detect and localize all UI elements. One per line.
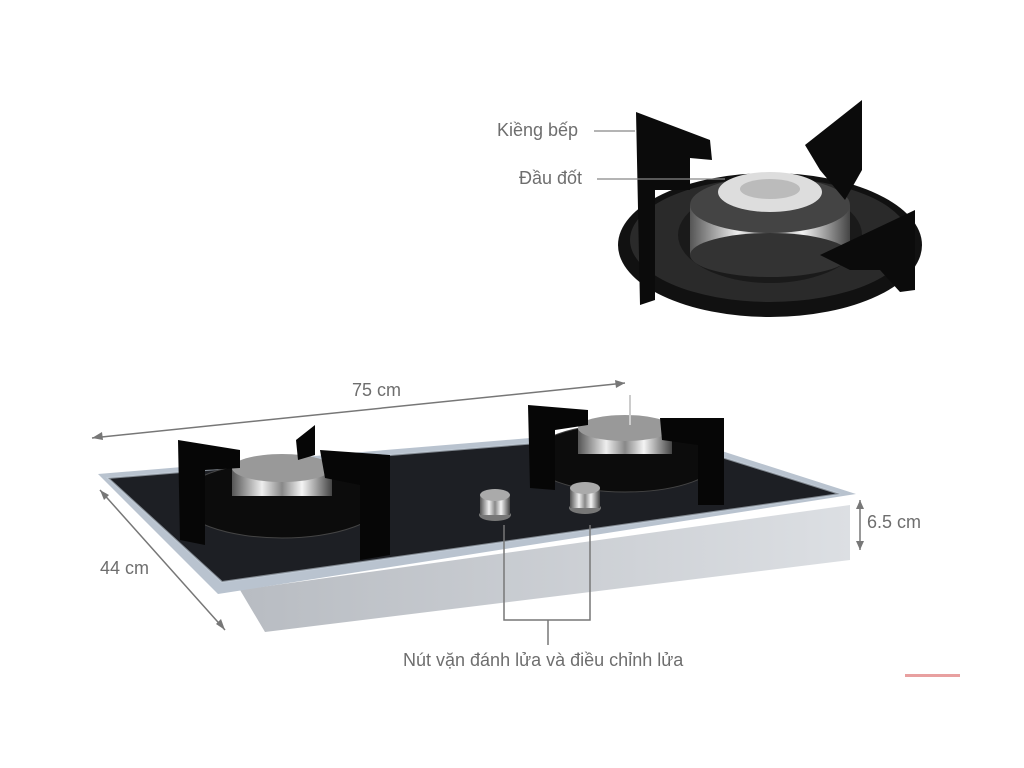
- grate-arm: [636, 112, 712, 305]
- label-height: 6.5 cm: [867, 512, 922, 532]
- label-knobs: Nút vặn đánh lửa và điều chỉnh lửa: [403, 650, 684, 670]
- right-burner: [528, 395, 724, 505]
- label-grate: Kiềng bếp: [497, 120, 579, 140]
- cooktop-body: [240, 505, 850, 632]
- control-knob: [479, 489, 511, 521]
- watermark: [905, 674, 960, 677]
- label-width: 75 cm: [352, 380, 402, 400]
- control-knob: [569, 482, 601, 514]
- burner-detail: [618, 100, 922, 317]
- label-depth: 44 cm: [100, 558, 150, 578]
- left-burner: [178, 425, 390, 560]
- dimension-lines: [91, 380, 864, 645]
- label-burner-head: Đầu đốt: [519, 168, 583, 188]
